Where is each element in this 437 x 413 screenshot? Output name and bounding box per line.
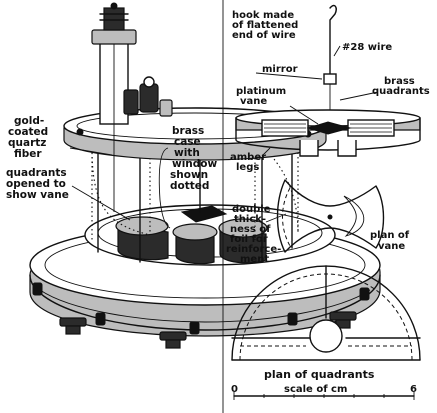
mirror bbox=[323, 73, 337, 85]
label-wire: #28 wire bbox=[342, 42, 392, 53]
quadrant-section: hook made of flattened end of wire #28 w… bbox=[230, 4, 430, 173]
label-brass-case: brass case with window shown dotted bbox=[170, 125, 221, 192]
scale-max-label: 6 bbox=[410, 384, 417, 395]
vane-plan: double thick- ness of foil for reinforce… bbox=[226, 179, 413, 265]
leveling-foot bbox=[159, 331, 187, 349]
scale-label: scale of cm bbox=[284, 384, 347, 395]
electrometer-apparatus: gold- coated quartz fiber quadrants open… bbox=[6, 2, 381, 349]
brass-case-bracket bbox=[158, 147, 171, 229]
label-amber-legs: amber legs bbox=[230, 152, 270, 173]
label-plan-of-quadrants: plan of quadrants bbox=[264, 368, 375, 381]
support-posts bbox=[97, 141, 293, 263]
label-plan-of-vane: plan of vane bbox=[370, 230, 413, 252]
label-gold-fiber: gold- coated quartz fiber bbox=[8, 115, 52, 160]
label-brass-quadrants: brass quadrants bbox=[372, 76, 430, 97]
scale-bar: 0 scale of cm 6 bbox=[231, 384, 417, 400]
quadrant-drums bbox=[115, 205, 268, 265]
leveling-foot bbox=[59, 317, 87, 335]
label-mirror: mirror bbox=[262, 64, 298, 75]
label-platinum-vane: platinum vane bbox=[236, 86, 290, 107]
label-double-thickness: double thick- ness of foil for reinforce… bbox=[226, 204, 285, 265]
scale-min-label: 0 bbox=[231, 384, 238, 395]
label-quadrants-opened: quadrants opened to show vane bbox=[6, 167, 70, 201]
quadrants-plan: plan of quadrants 0 scale of cm 6 bbox=[231, 265, 421, 400]
leader-lines-left bbox=[69, 147, 131, 221]
label-hook: hook made of flattened end of wire bbox=[232, 10, 302, 41]
torsion-head bbox=[91, 2, 173, 125]
